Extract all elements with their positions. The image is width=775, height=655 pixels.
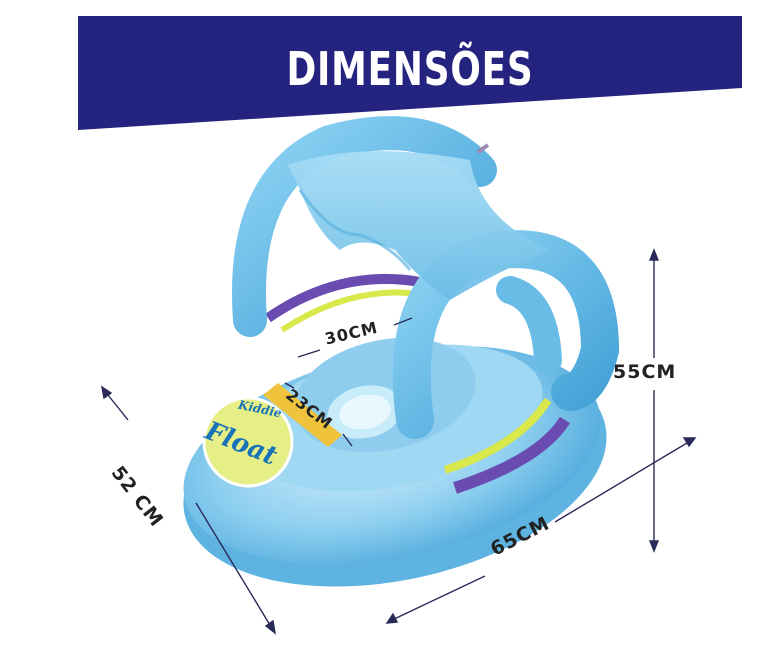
height-label: 55CM [613,361,677,383]
brand-badge [202,396,294,488]
banner-title: DIMENSÕES [286,42,534,96]
dimension-arrow-icon [101,248,697,635]
float-ring [183,273,607,587]
sun-canopy [288,143,550,300]
banner-background [78,16,742,130]
title-banner: DIMENSÕES [78,16,742,130]
